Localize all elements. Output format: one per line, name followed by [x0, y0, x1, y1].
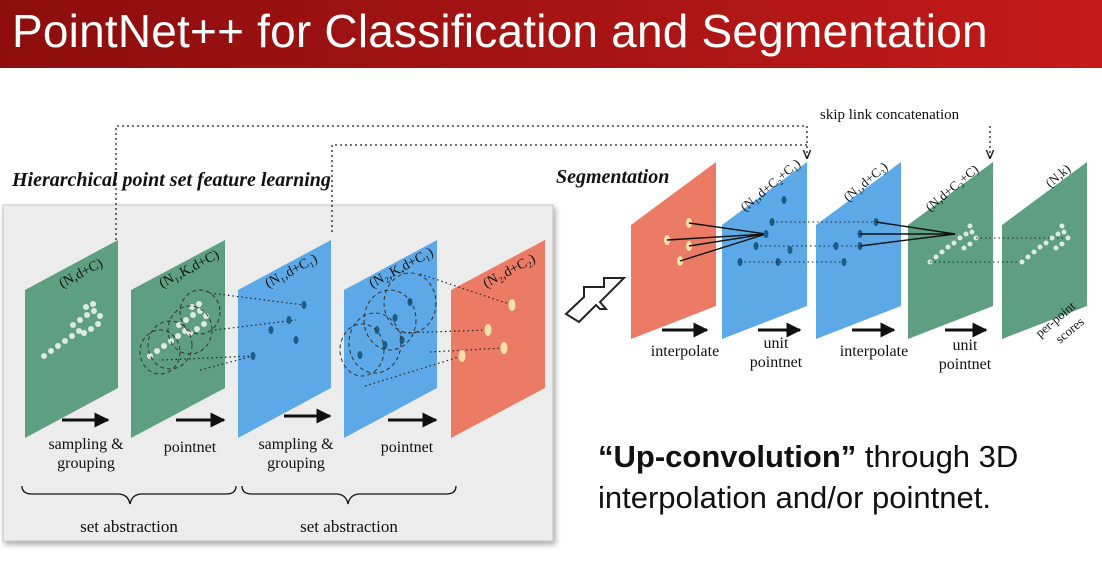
seg-op-unit-2: unit	[953, 337, 978, 354]
sampled-points-1	[250, 301, 307, 360]
interp-lines-2	[859, 221, 956, 247]
seg-layer-2	[722, 162, 807, 339]
left-op-labels: sampling & grouping pointnet sampling & …	[48, 436, 433, 472]
seg-layer-5	[1002, 162, 1087, 339]
skip-link-lines	[115, 125, 990, 245]
op-pointnet-1: pointnet	[164, 439, 217, 456]
layer-input-points	[25, 240, 118, 438]
caption-line-1: “Up-convolution” through 3D	[598, 436, 1088, 477]
skip-link-label: skip link concatenation	[820, 107, 960, 123]
seg-layer-4	[908, 162, 993, 339]
seg-dotted-links-1	[740, 221, 876, 263]
caption-line-2: interpolation and/or pointnet.	[598, 480, 991, 515]
layer-grouped-2	[344, 240, 437, 438]
seg-layer-1	[631, 162, 716, 339]
caption: “Up-convolution” through 3D interpolatio…	[598, 436, 1088, 518]
left-op-arrows	[62, 408, 438, 428]
projection-lines-1	[161, 292, 305, 371]
projection-lines-2	[364, 273, 513, 387]
caption-bold: “Up-convolution”	[598, 439, 857, 474]
hierarchical-heading: Hierarchical point set feature learning	[11, 169, 331, 191]
op-sampling-grouping-1-line1: sampling &	[48, 436, 124, 453]
segmentation-arrow-icon	[564, 277, 627, 324]
set-abstraction-braces	[21, 485, 457, 505]
seg-op-interpolate-1: interpolate	[651, 343, 719, 360]
seg-op-interpolate-2: interpolate	[840, 343, 908, 360]
segmentation-heading: Segmentation	[556, 166, 669, 188]
caption-rest: through 3D	[856, 439, 1019, 474]
op-sampling-grouping-2-line2: grouping	[267, 455, 325, 472]
title-bar: PointNet++ for Classification and Segmen…	[0, 0, 1102, 68]
sampled-points-2	[458, 299, 516, 362]
set-abstraction-label-2: set abstraction	[300, 517, 398, 536]
grouped-points-2	[339, 272, 437, 377]
op-pointnet-2: pointnet	[381, 439, 434, 456]
op-sampling-grouping-2-line1: sampling &	[258, 436, 334, 453]
right-op-labels: interpolate unit pointnet interpolate un…	[651, 335, 992, 373]
grouped-point-cloud-1	[139, 289, 221, 375]
seg-op-pointnet-2: pointnet	[939, 356, 992, 373]
set-abstraction-label-1: set abstraction	[80, 517, 178, 536]
seg-op-pointnet-1: pointnet	[750, 354, 803, 371]
seg-layer-3	[816, 162, 901, 339]
interp-lines-1	[666, 222, 767, 262]
op-sampling-grouping-1-line2: grouping	[57, 455, 115, 472]
seg-points-5	[1019, 223, 1071, 265]
layer-sampled-2	[451, 240, 545, 438]
input-point-cloud	[41, 301, 103, 359]
seg-points-4	[927, 223, 979, 265]
layer-sampled-1	[238, 240, 331, 438]
slide-title: PointNet++ for Classification and Segmen…	[12, 5, 988, 57]
seg-op-unit-1: unit	[764, 335, 789, 352]
